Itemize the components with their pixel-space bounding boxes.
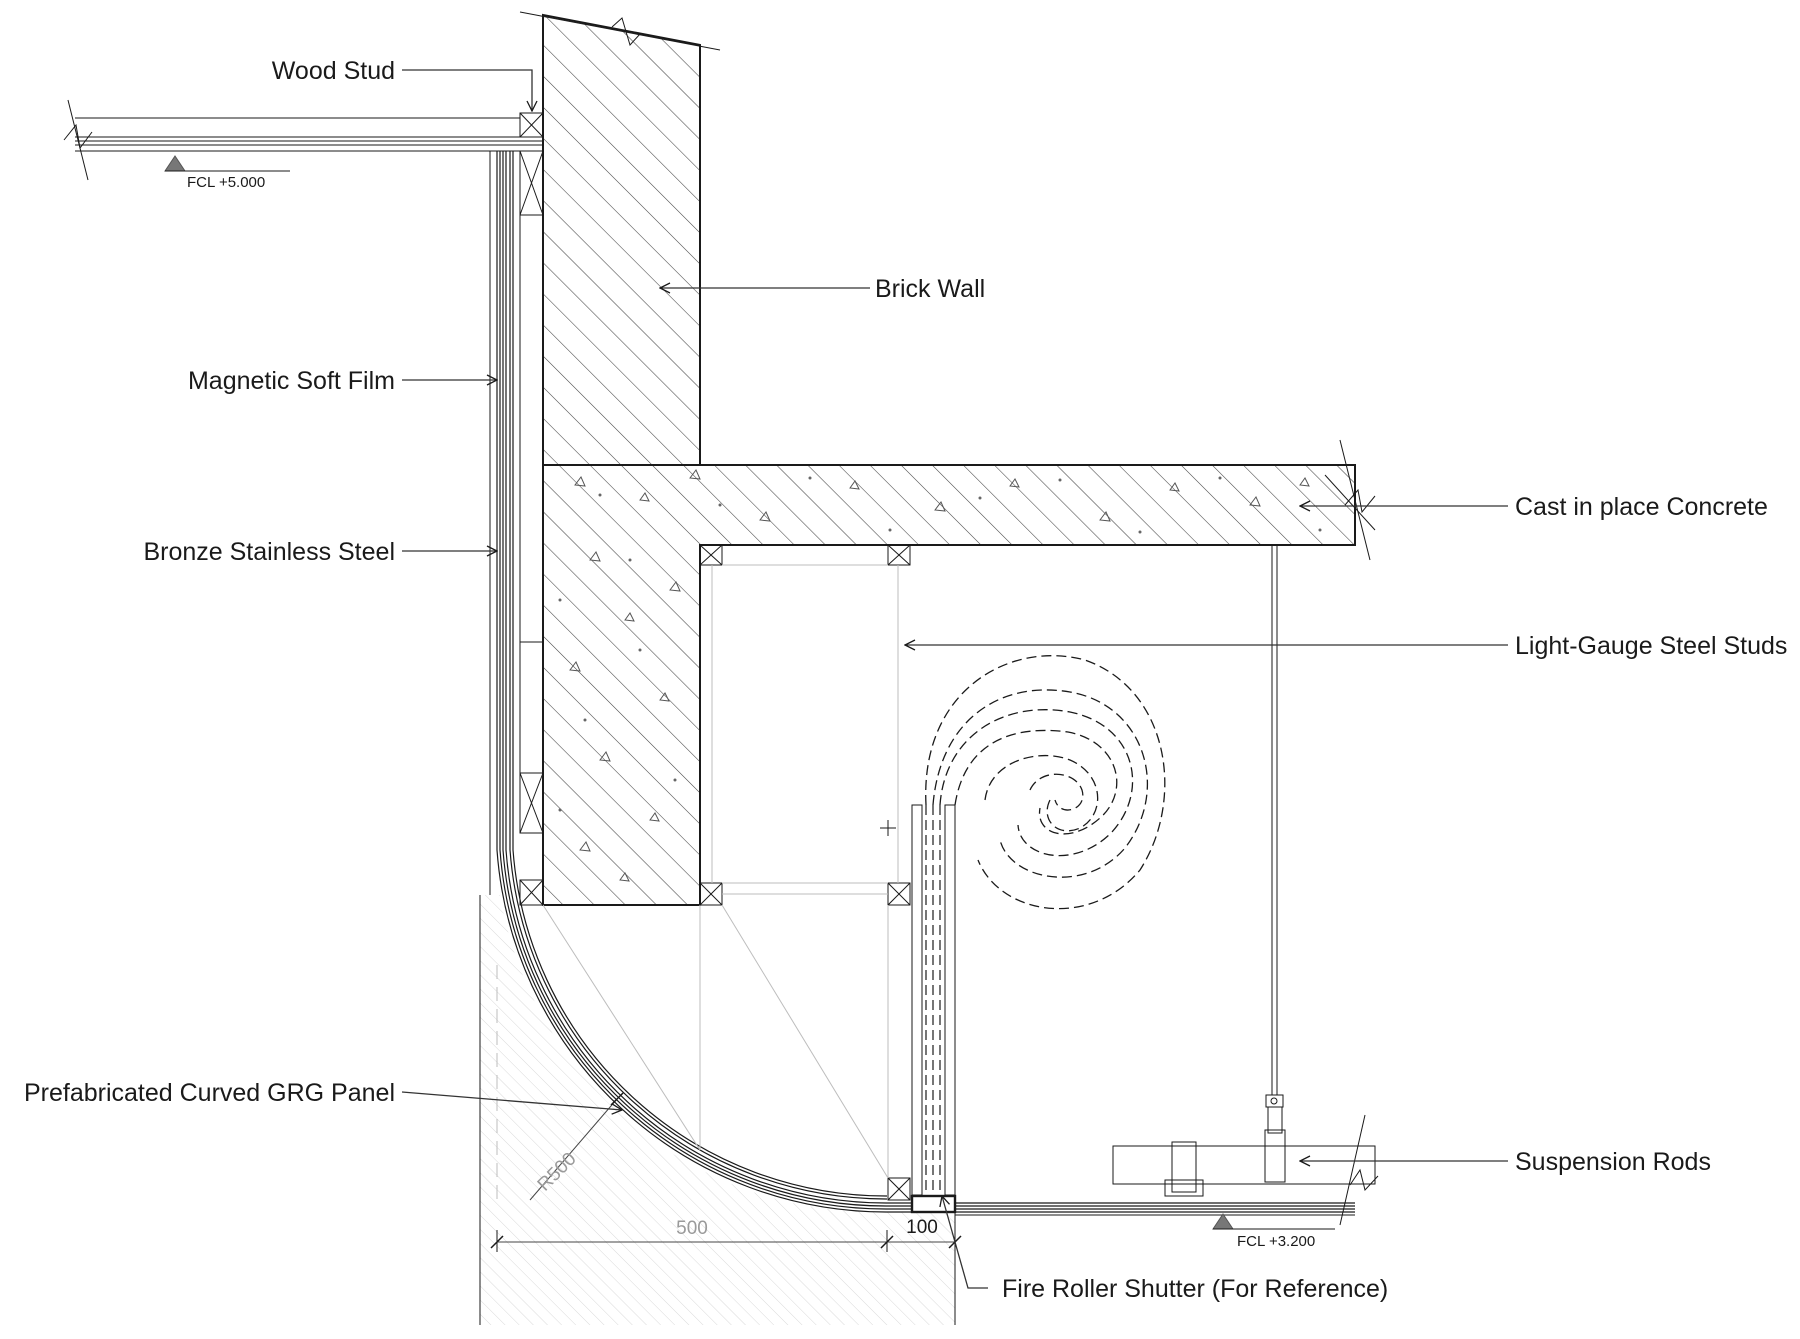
wood-stud-column [519, 112, 544, 906]
label-light-gauge-steel-studs: Light-Gauge Steel Studs [1515, 632, 1787, 660]
lower-level-marker-graphic [1212, 1213, 1335, 1230]
steel-stud-frame [542, 544, 911, 1201]
level-upper: FCL +5.000 [187, 174, 265, 191]
dimension-width: 500 [676, 1218, 708, 1239]
label-cast-in-place-concrete: Cast in place Concrete [1515, 493, 1768, 521]
label-wood-stud: Wood Stud [272, 57, 395, 85]
suspension-rod-assembly [1112, 545, 1379, 1226]
dimension-shutter-width: 100 [906, 1217, 938, 1238]
concrete-slab-body [542, 439, 1376, 906]
annotation-labels: Wood Stud Brick Wall Magnetic Soft Film … [24, 57, 1787, 1303]
label-fire-roller-shutter: Fire Roller Shutter (For Reference) [1002, 1275, 1388, 1303]
label-brick-wall: Brick Wall [875, 275, 985, 303]
dimension-lines [490, 1092, 962, 1252]
brick-wall-body [519, 11, 721, 466]
fire-roller-shutter-drawing [910, 655, 1166, 1214]
leader-lines [401, 69, 1508, 1289]
label-bronze-stainless-steel: Bronze Stainless Steel [143, 538, 395, 566]
level-lower: FCL +3.200 [1237, 1233, 1315, 1250]
label-magnetic-soft-film: Magnetic Soft Film [188, 367, 395, 395]
label-prefabricated-curved-grg-panel: Prefabricated Curved GRG Panel [24, 1079, 395, 1107]
lower-structure-hatch [479, 895, 956, 1325]
upper-floor [63, 99, 543, 181]
label-suspension-rods: Suspension Rods [1515, 1148, 1711, 1176]
